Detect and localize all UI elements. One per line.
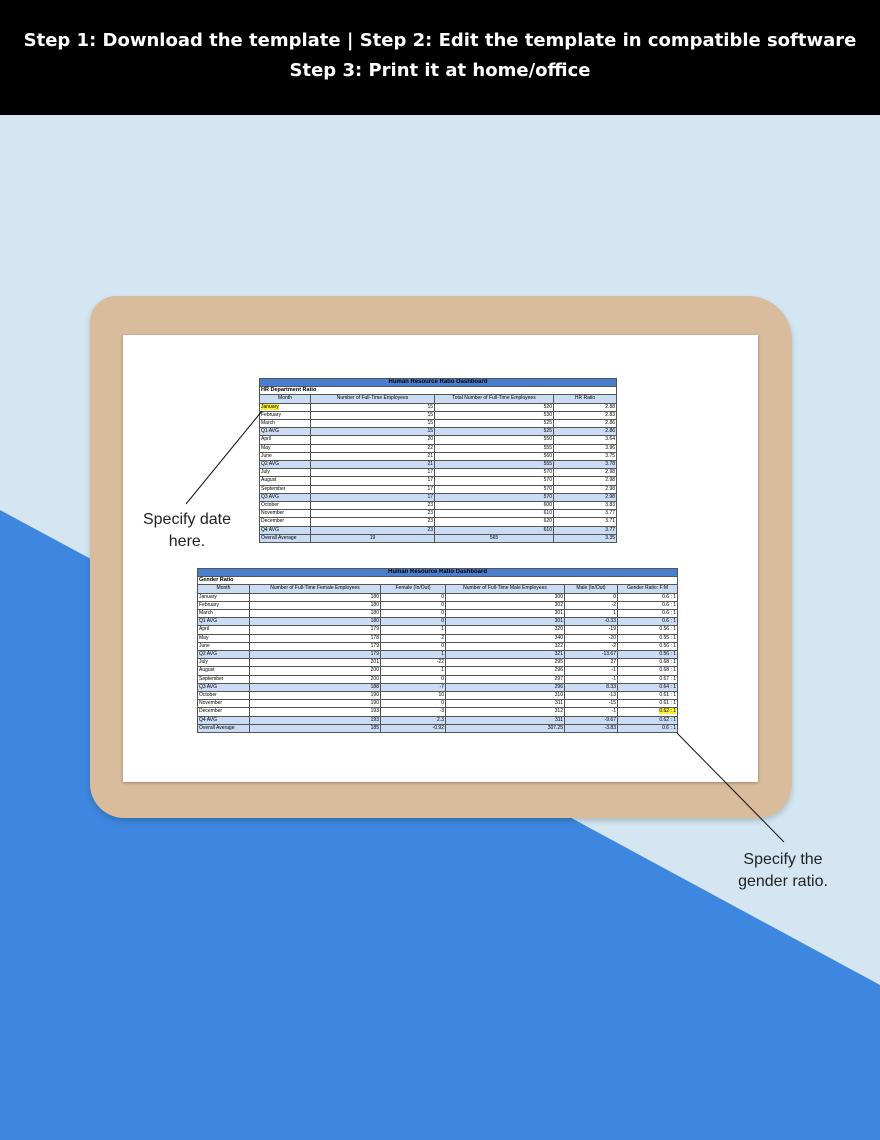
date-callout-line xyxy=(185,410,263,505)
column-header: HR Ratio xyxy=(552,394,618,404)
date-callout-line-2: here. xyxy=(168,533,206,550)
date-callout-line-1: Specify date xyxy=(142,511,232,528)
column-header: Gender Ratio: F:M xyxy=(616,584,679,594)
gender-callout: Specify the gender ratio. xyxy=(712,849,854,893)
instructions-banner: Step 1: Download the template | Step 2: … xyxy=(0,0,880,115)
table-title: Human Resource Ratio Dashboard xyxy=(196,567,679,578)
gender-callout-line xyxy=(676,732,785,843)
highlighted-date: January xyxy=(261,403,279,410)
table-title: Human Resource Ratio Dashboard xyxy=(258,377,618,388)
date-callout: Specify date here. xyxy=(125,509,249,553)
ratio-cell: 0.6 : 1 xyxy=(616,723,679,734)
highlighted-ratio: 0.62 : 1 xyxy=(659,708,677,715)
gender-ratio-table: Human Resource Ratio Dashboard Gender Ra… xyxy=(196,567,679,734)
banner-line-2: Step 3: Print it at home/office xyxy=(289,60,591,81)
gender-callout-line-2: gender ratio. xyxy=(738,873,828,890)
banner-line-1: Step 1: Download the template | Step 2: … xyxy=(23,30,857,51)
gender-callout-line-1: Specify the xyxy=(743,851,823,868)
hr-department-ratio-table: Human Resource Ratio Dashboard HR Depart… xyxy=(258,377,618,544)
ratio-cell: 3.35 xyxy=(552,533,618,544)
